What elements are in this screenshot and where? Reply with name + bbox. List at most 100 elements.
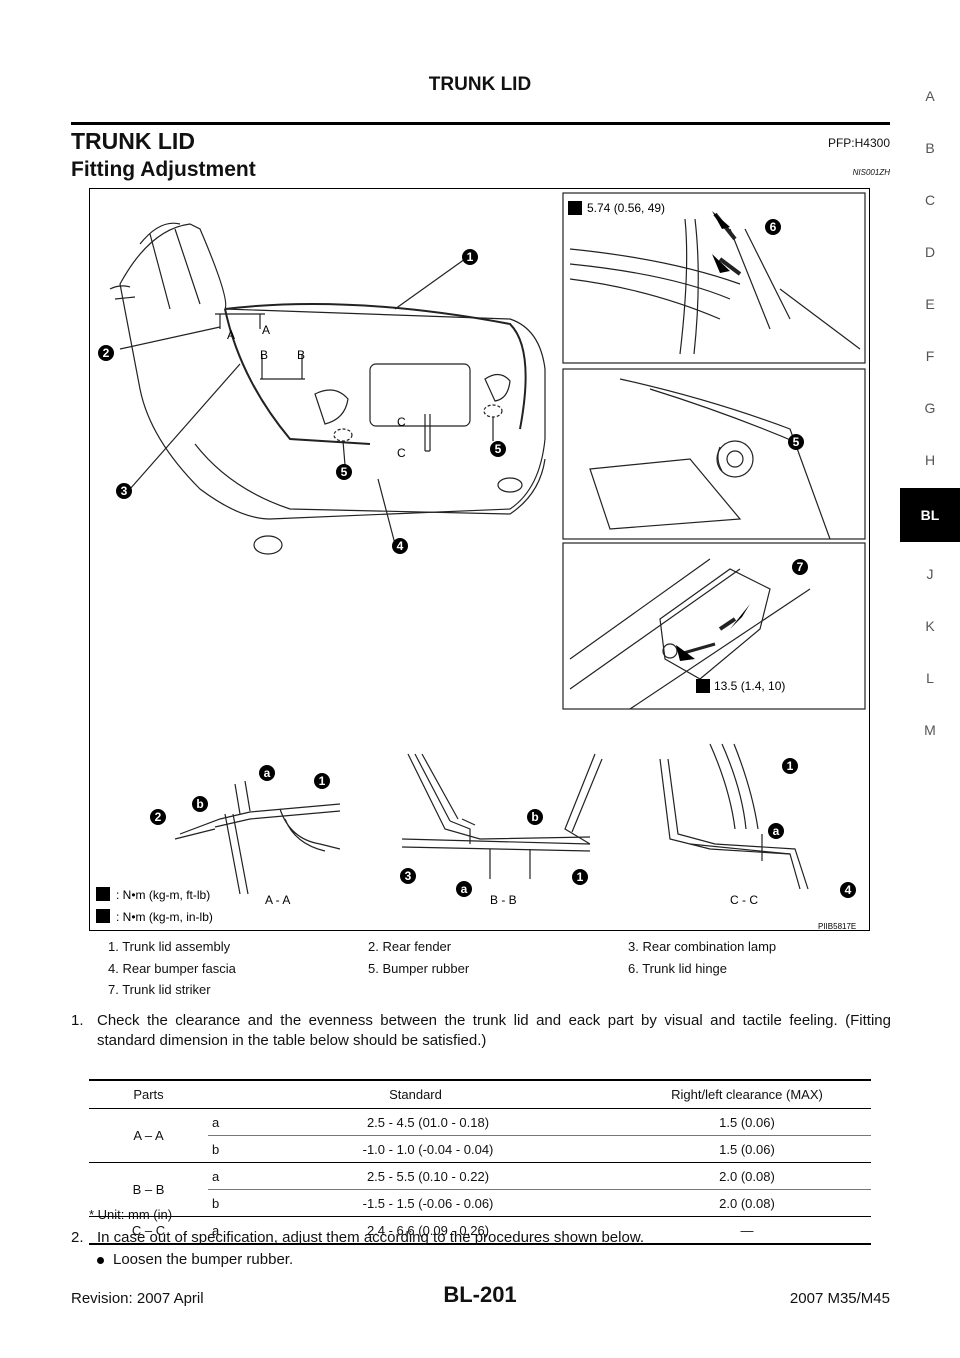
wrench-icon [568, 201, 582, 215]
cell-max: 1.5 (0.06) [623, 1135, 871, 1163]
index-tab-g[interactable]: G [924, 400, 936, 416]
callout-2: 2 [98, 345, 114, 361]
svg-text:4: 4 [845, 883, 852, 897]
callout-a: a [456, 881, 472, 897]
table-row: b -1.5 - 1.5 (-0.06 - 0.06) 2.0 (0.08) [89, 1189, 871, 1217]
callout-4: 4 [840, 882, 856, 898]
index-tab-l[interactable]: L [926, 670, 934, 686]
torque-top-label: 5.74 (0.56, 49) [587, 201, 665, 215]
callout-1: 1 [572, 869, 588, 885]
wrench-icon-ft-lb [96, 887, 110, 901]
cell-standard: 2.5 - 5.5 (0.10 - 0.22) [233, 1162, 623, 1190]
left-lamp [314, 389, 349, 425]
car-body-outline [119, 223, 546, 520]
cell-max: 2.0 (0.08) [623, 1162, 871, 1190]
cell-part: C – C [89, 1216, 208, 1245]
svg-text:1: 1 [787, 759, 794, 773]
callout-b: b [527, 809, 543, 825]
index-tab-b[interactable]: B [925, 140, 935, 156]
section-bb-label: B - B [490, 893, 517, 907]
index-tab-bl[interactable]: BL [900, 488, 960, 542]
table-row: B – B a 2.5 - 5.5 (0.10 - 0.22) 2.0 (0.0… [89, 1162, 871, 1217]
step-text: Check the clearance and the evenness bet… [97, 1012, 891, 1049]
legend-item: 6. Trunk lid hinge [628, 961, 728, 976]
callout-6: 6 [765, 219, 781, 235]
callout-3: 3 [400, 868, 416, 884]
cut-letter-c: C [397, 446, 406, 460]
col-header: Parts [89, 1079, 208, 1109]
cut-letter-a: A [262, 323, 270, 337]
index-tab-a[interactable]: A [925, 88, 935, 104]
section-cc-label: C - C [730, 893, 758, 907]
section-title: TRUNK LID [71, 128, 195, 154]
arrow-mark [712, 211, 730, 229]
cell-standard: 2.5 - 4.5 (01.0 - 0.18) [233, 1108, 623, 1136]
index-tab-j[interactable]: J [926, 566, 934, 582]
step-number: 1. [71, 1012, 84, 1029]
subsection-title: Fitting Adjustment [71, 158, 256, 181]
callout-5: 5 [336, 464, 352, 480]
figure-illustration: 5.74 (0.56, 49) 13.5 (1.4, 10) : N•m (kg… [96, 192, 866, 931]
legend-item: 4. Rear bumper fascia [108, 961, 236, 976]
cell-max: 1.5 (0.06) [623, 1108, 871, 1136]
bullet-item: Loosen the bumper rubber. [97, 1251, 293, 1268]
cell-standard: -1.0 - 1.0 (-0.04 - 0.04) [233, 1135, 623, 1163]
table-row: b -1.0 - 1.0 (-0.04 - 0.04) 1.5 (0.06) [89, 1135, 871, 1163]
index-tab-k[interactable]: K [925, 618, 935, 634]
table-row: A – A a 2.5 - 4.5 (01.0 - 0.18) 1.5 (0.0… [89, 1108, 871, 1163]
rear-bumper [194, 443, 546, 515]
index-tab-m[interactable]: M [924, 722, 936, 738]
col-header: Standard [208, 1079, 623, 1109]
right-lamp [484, 373, 511, 402]
cell-part: A – A [89, 1108, 208, 1163]
callout-4: 4 [392, 538, 408, 554]
index-tab-e[interactable]: E [925, 296, 935, 312]
svg-text:b: b [196, 797, 203, 811]
cell-code: a [208, 1216, 233, 1245]
svg-text:5: 5 [793, 435, 800, 449]
cell-code: a [208, 1162, 233, 1190]
index-tab-c[interactable]: C [924, 192, 936, 208]
svg-text:a: a [461, 882, 468, 896]
callout-2: 2 [150, 809, 166, 825]
exhaust-right [497, 477, 523, 493]
legend-item: 1. Trunk lid assembly [108, 939, 231, 954]
trunk-lid-edge [224, 303, 527, 430]
index-tab-f[interactable]: F [925, 348, 935, 364]
cell-standard: -1.5 - 1.5 (-0.06 - 0.06) [233, 1189, 623, 1217]
cut-letter-b: B [297, 348, 305, 362]
table-header-row: Parts Standard Right/left clearance (MAX… [89, 1079, 871, 1109]
svg-text:3: 3 [121, 484, 128, 498]
svg-text:7: 7 [797, 560, 804, 574]
index-tab-h[interactable]: H [924, 452, 936, 468]
wrench-icon-in-lb [96, 909, 110, 923]
step-2: 2. In case out of specification, adjust … [71, 1229, 644, 1246]
svg-text:2: 2 [155, 810, 162, 824]
section-aa-label: A - A [265, 893, 290, 907]
spec-table: Parts Standard Right/left clearance (MAX… [89, 1079, 871, 1245]
index-tab-d[interactable]: D [924, 244, 936, 260]
exhaust-left [253, 535, 283, 555]
step-text: In case out of specification, adjust the… [97, 1229, 644, 1246]
bullet-text: Loosen the bumper rubber. [113, 1251, 294, 1268]
step-1: 1. Check the clearance and the evenness … [71, 1011, 891, 1051]
figure-code: PIIB5817E [818, 922, 856, 930]
svg-text:5: 5 [341, 465, 348, 479]
svg-text:1: 1 [319, 774, 326, 788]
callout-3: 3 [116, 483, 132, 499]
callout-1: 1 [314, 773, 330, 789]
svg-text:b: b [531, 810, 538, 824]
svg-text:a: a [773, 824, 780, 838]
trunk-lid-figure: 5.74 (0.56, 49) 13.5 (1.4, 10) : N•m (kg… [89, 188, 870, 931]
cell-standard: 2.4 - 6.6 (0.09 - 0.26) [233, 1216, 623, 1245]
torque-bottom-label: 13.5 (1.4, 10) [714, 679, 785, 693]
cell-max: — [623, 1216, 871, 1245]
rubber-inset [562, 368, 866, 540]
subsection-code: NIS001ZH [852, 168, 890, 177]
svg-text:5: 5 [495, 442, 502, 456]
page-header: TRUNK LID [428, 74, 532, 95]
svg-text:1: 1 [467, 250, 474, 264]
callout-1: 1 [782, 758, 798, 774]
svg-text:4: 4 [397, 539, 404, 553]
footer-page-number: BL-201 [443, 1282, 517, 1307]
